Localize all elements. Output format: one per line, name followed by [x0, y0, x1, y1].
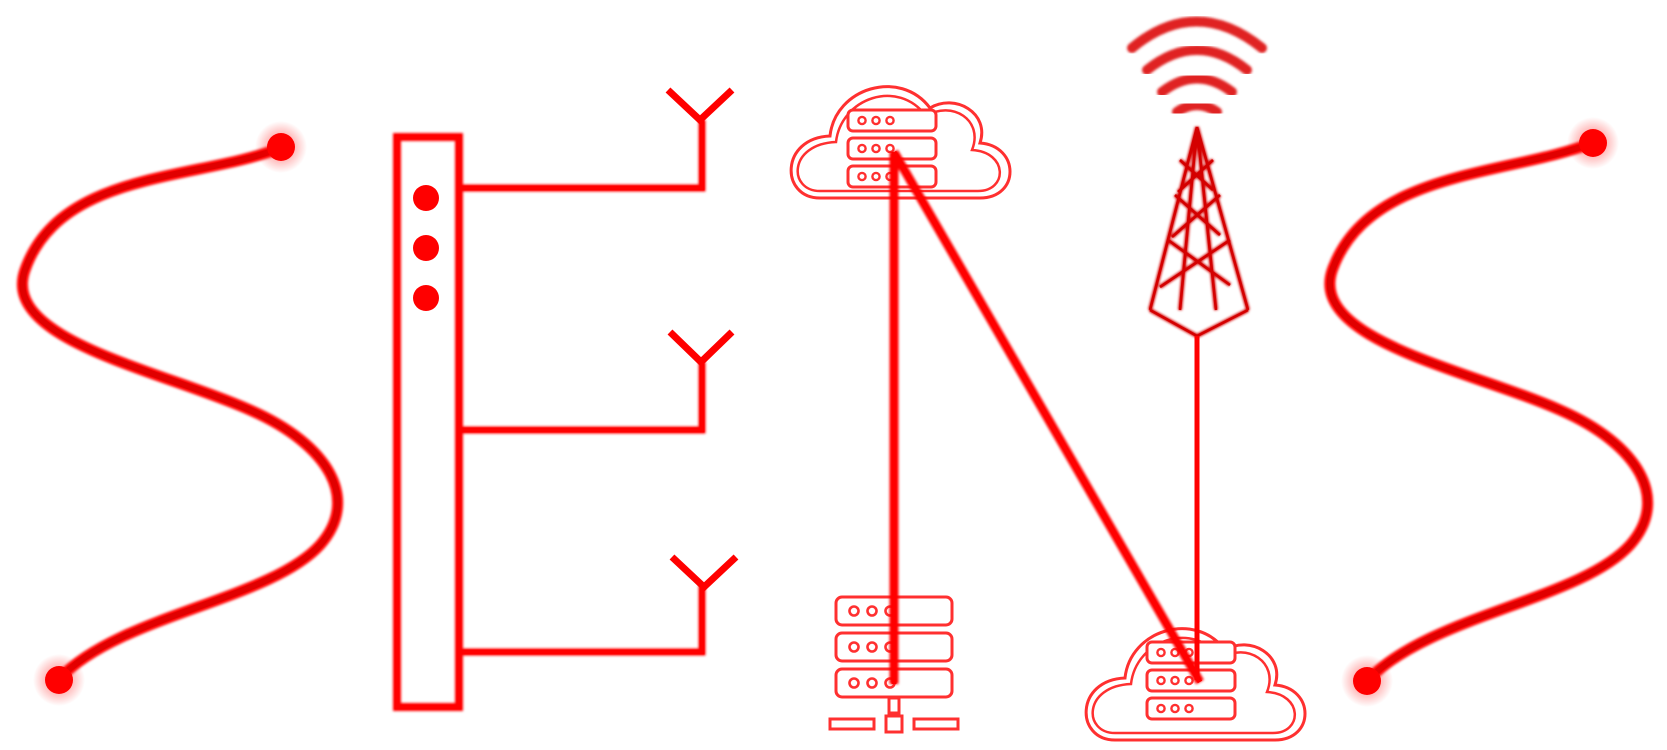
wifi-signal-icon — [1127, 16, 1267, 117]
antenna-icon — [669, 554, 739, 592]
node-dot-icon — [33, 654, 85, 706]
s-curve-left — [17, 121, 343, 706]
n-connection-lines — [889, 149, 1204, 685]
antenna-icon — [665, 87, 735, 125]
antenna-icon — [667, 329, 735, 367]
node-dot-icon — [1567, 117, 1619, 169]
s-curve-right — [1324, 117, 1653, 707]
e-antenna-rack — [393, 87, 739, 711]
node-dot-icon — [1341, 655, 1393, 707]
rack-panel-icon — [393, 133, 463, 711]
node-dot-icon — [255, 121, 307, 173]
cell-tower-icon — [1127, 16, 1267, 680]
cloud-server-icon — [789, 85, 1012, 200]
n-network-servers — [789, 85, 1307, 742]
